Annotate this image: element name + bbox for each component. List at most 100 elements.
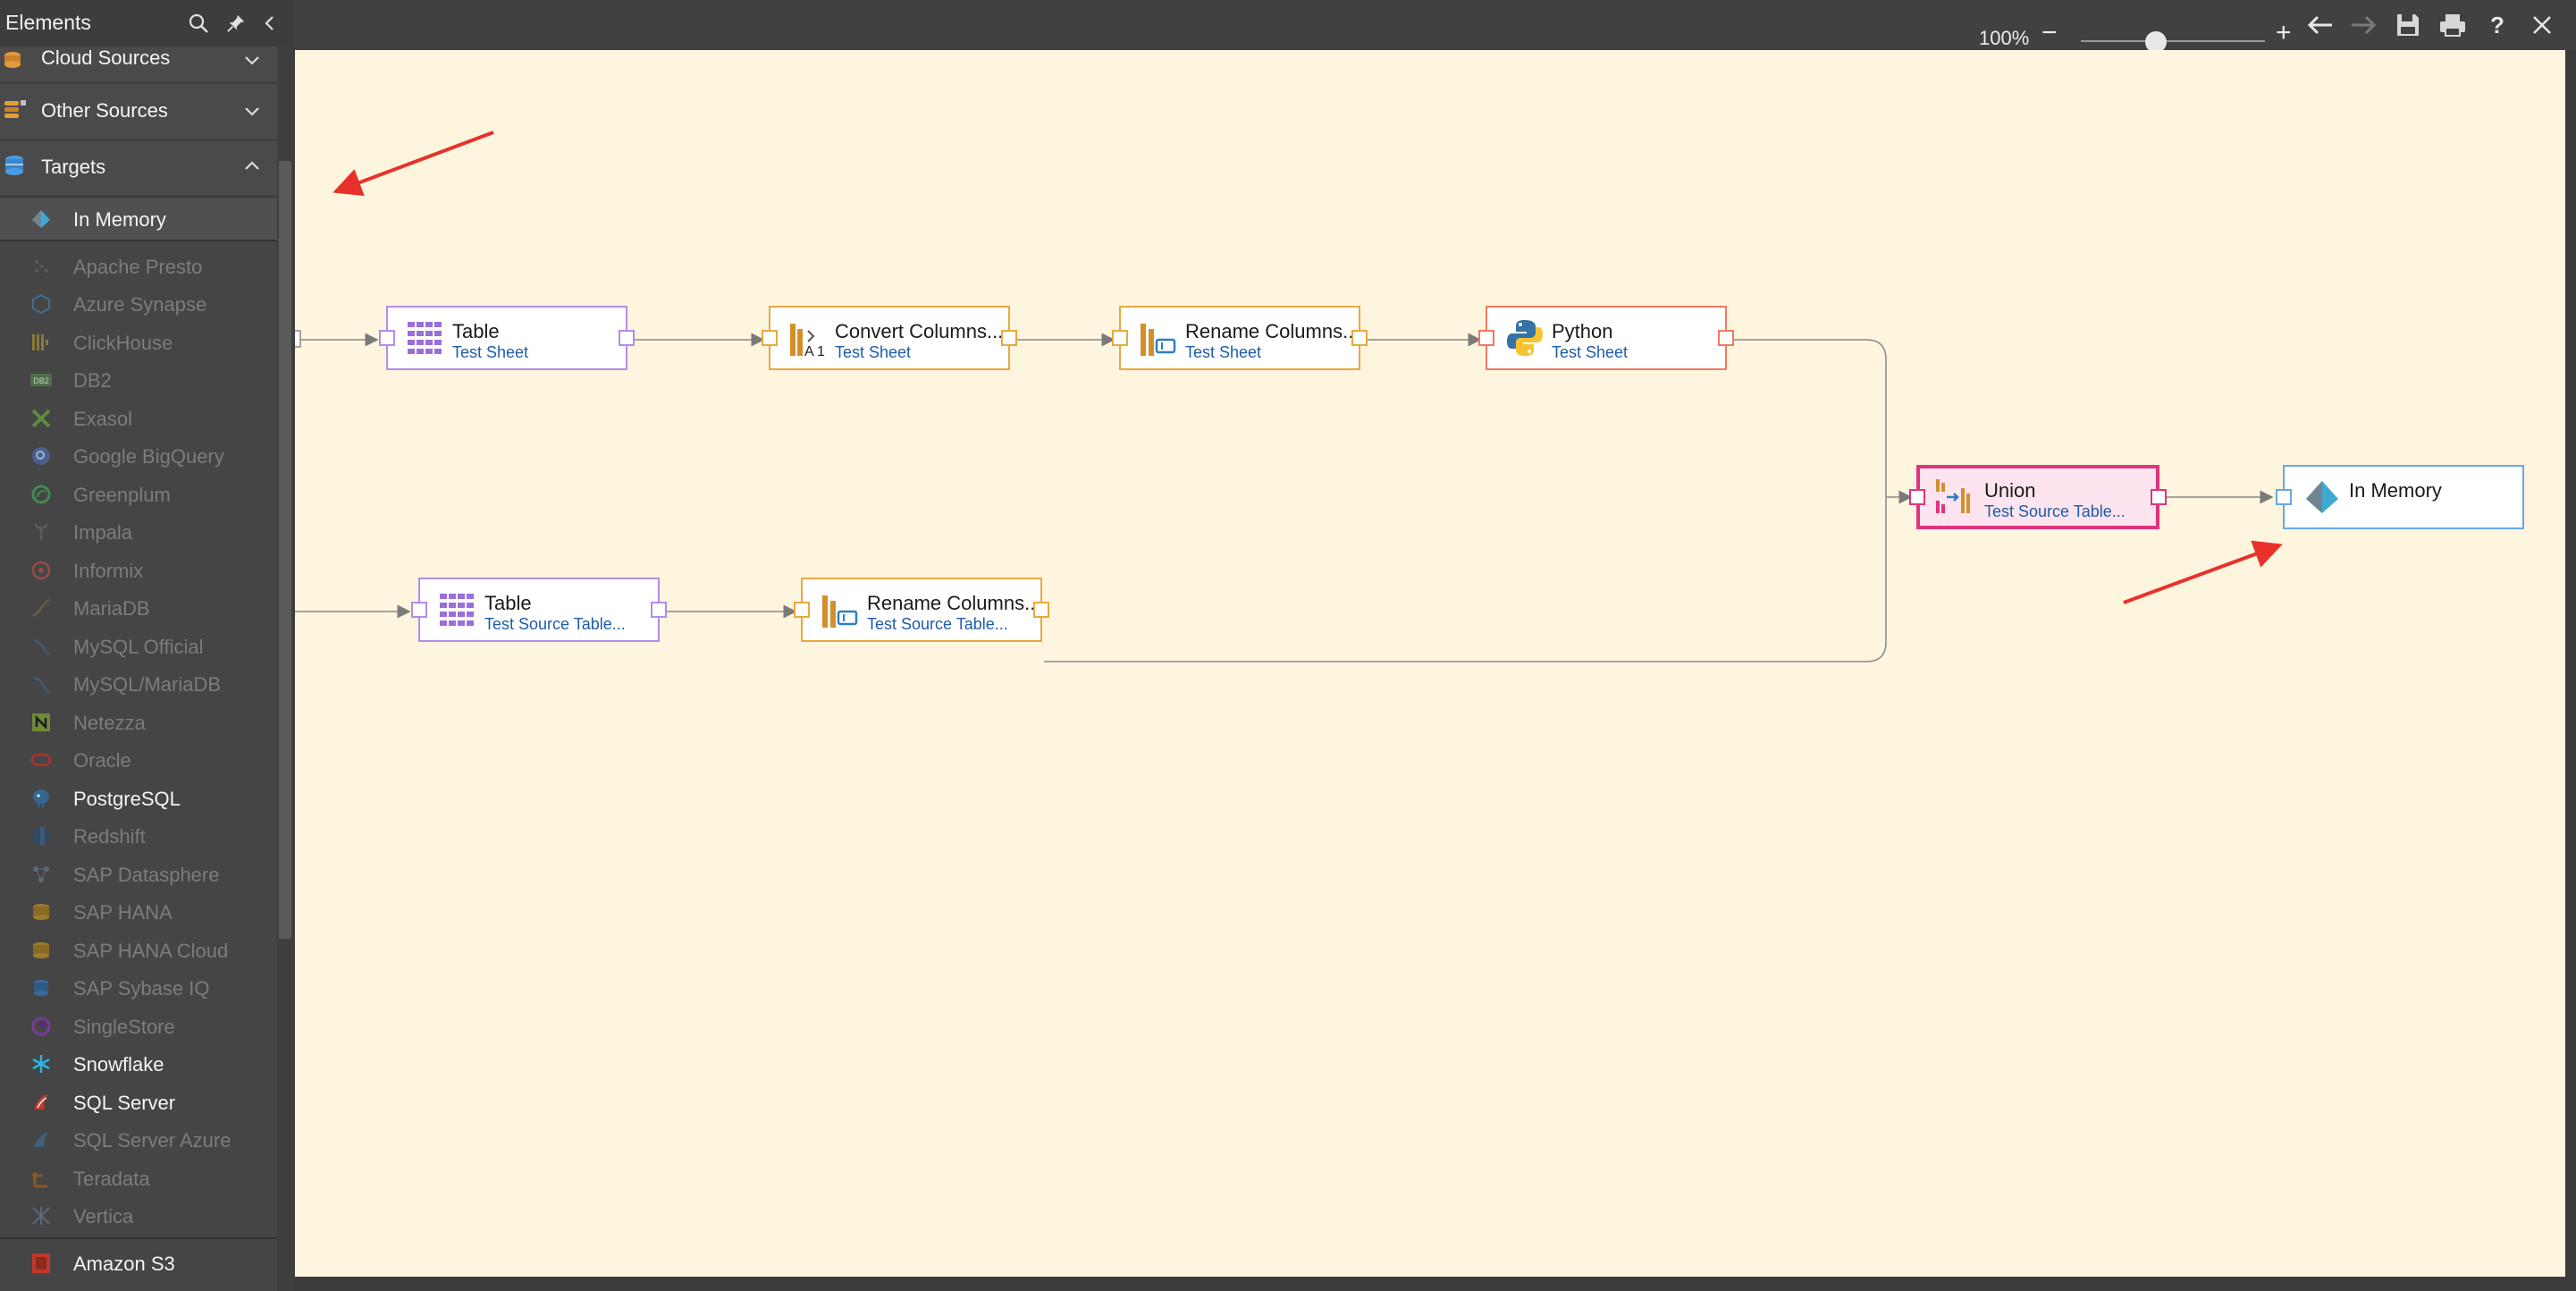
output-port[interactable] <box>1351 330 1368 346</box>
flow-node-table-test-source[interactable]: Table Test Source Table... <box>411 578 667 642</box>
target-item-label: MariaDB <box>73 597 150 620</box>
target-item-label: SingleStore <box>73 1016 175 1038</box>
section-other-sources[interactable]: Other Sources <box>0 84 277 140</box>
target-item-redshift[interactable]: Redshift <box>0 818 277 854</box>
target-item-impala[interactable]: Impala <box>0 514 277 550</box>
target-item-sap-hana[interactable]: SAP HANA <box>0 894 277 930</box>
input-port[interactable] <box>379 330 395 346</box>
target-item-netezza[interactable]: Netezza <box>0 705 277 740</box>
flow-node-python[interactable]: Python Test Sheet <box>1478 306 1734 370</box>
union-icon <box>1936 479 1970 513</box>
target-item-label: Oracle <box>73 749 131 772</box>
target-item-vertica[interactable]: Vertica <box>0 1198 277 1234</box>
output-port[interactable] <box>2151 489 2167 505</box>
source-item-amazon-s3[interactable]: Amazon S3 <box>0 1245 277 1281</box>
in-memory-icon <box>30 208 52 230</box>
target-item-oracle[interactable]: Oracle <box>0 742 277 778</box>
node-subtitle: Test Source Table... <box>1984 502 2126 520</box>
presto-icon <box>30 256 52 277</box>
pin-icon[interactable] <box>222 9 250 38</box>
greenplum-icon <box>30 484 52 505</box>
input-port[interactable] <box>411 602 427 618</box>
node-title: In Memory <box>2349 479 2442 502</box>
target-item-sql-server-azure[interactable]: SQL Server Azure <box>0 1122 277 1158</box>
node-title: Convert Columns... <box>835 320 1004 342</box>
collapse-panel-icon[interactable] <box>256 9 284 38</box>
target-item-mysql-mariadb[interactable]: MySQL/MariaDB <box>0 666 277 702</box>
undo-arrow-icon[interactable] <box>2304 9 2336 41</box>
flow-node-table-test-sheet[interactable]: Table Test Sheet <box>379 306 635 370</box>
flow-node-union[interactable]: Union Test Source Table... <box>1909 465 2167 529</box>
target-item-greenplum[interactable]: Greenplum <box>0 477 277 512</box>
output-port[interactable] <box>619 330 635 346</box>
target-item-in-memory[interactable]: In Memory <box>0 198 277 240</box>
target-item-exasol[interactable]: Exasol <box>0 401 277 436</box>
panel-header: Elements <box>0 0 295 47</box>
target-item-mariadb[interactable]: MariaDB <box>0 590 277 626</box>
output-port[interactable] <box>1033 602 1049 618</box>
target-item-postgresql[interactable]: PostgreSQL <box>0 781 277 816</box>
target-item-sap-sybase-iq[interactable]: SAP Sybase IQ <box>0 970 277 1006</box>
target-item-mysql-official[interactable]: MySQL Official <box>0 629 277 664</box>
target-item-teradata[interactable]: Teradata <box>0 1160 277 1196</box>
input-port[interactable] <box>762 330 778 346</box>
singlestore-icon <box>30 1016 52 1037</box>
exasol-icon <box>30 408 52 429</box>
input-port[interactable] <box>1112 330 1128 346</box>
target-item-sql-server[interactable]: SQL Server <box>0 1084 277 1120</box>
save-icon[interactable] <box>2392 9 2424 41</box>
input-port[interactable] <box>2276 489 2292 505</box>
rename-columns-icon <box>822 595 858 628</box>
flow-node-in-memory[interactable]: In Memory <box>2276 465 2524 529</box>
target-item-apache-presto[interactable]: Apache Presto <box>0 249 277 284</box>
redo-arrow-icon[interactable] <box>2347 9 2379 41</box>
node-subtitle: Test Sheet <box>1185 343 1262 361</box>
target-item-azure-synapse[interactable]: Azure Synapse <box>0 286 277 322</box>
target-item-label: MySQL Official <box>73 636 204 658</box>
target-item-google-bigquery[interactable]: Google BigQuery <box>0 438 277 474</box>
target-item-sap-hana-cloud[interactable]: SAP HANA Cloud <box>0 932 277 968</box>
close-icon[interactable] <box>2526 9 2558 41</box>
zoom-out-button[interactable]: − <box>2041 18 2058 47</box>
target-database-icon <box>5 156 23 175</box>
target-item-label: Informix <box>73 560 144 582</box>
target-item-clickhouse[interactable]: ClickHouse <box>0 325 277 360</box>
target-item-informix[interactable]: Informix <box>0 553 277 588</box>
section-cloud-sources[interactable]: Cloud Sources <box>0 46 277 83</box>
help-icon[interactable]: ? <box>2481 9 2513 41</box>
input-port[interactable] <box>794 602 810 618</box>
flow-node-rename-columns-test-sheet[interactable]: Rename Columns... Test Sheet <box>1112 306 1368 370</box>
output-port[interactable] <box>651 602 667 618</box>
zoom-in-button[interactable]: + <box>2276 18 2292 47</box>
panel-scrollbar-thumb[interactable] <box>279 161 291 939</box>
output-port[interactable] <box>1718 330 1734 346</box>
svg-text:1: 1 <box>817 344 825 358</box>
zoom-level: 100% <box>1979 27 2030 49</box>
output-port[interactable] <box>1001 330 1017 346</box>
section-targets[interactable]: Targets <box>0 140 277 197</box>
zoom-slider-thumb[interactable] <box>2145 31 2167 53</box>
search-icon[interactable] <box>184 9 213 38</box>
input-port[interactable] <box>1909 489 1925 505</box>
impala-icon <box>30 521 52 543</box>
amazon-s3-icon <box>30 1253 52 1274</box>
print-icon[interactable] <box>2437 9 2469 41</box>
input-port[interactable] <box>1478 330 1494 346</box>
target-item-label: Exasol <box>73 408 133 430</box>
zoom-slider[interactable] <box>2081 40 2265 42</box>
target-item-label: MySQL/MariaDB <box>73 673 222 696</box>
target-item-singlestore[interactable]: SingleStore <box>0 1008 277 1044</box>
target-item-label: DB2 <box>73 369 112 392</box>
flow-node-rename-columns-test-source[interactable]: Rename Columns... Test Source Table... <box>794 578 1049 642</box>
target-item-label: ClickHouse <box>73 332 173 354</box>
section-label: Cloud Sources <box>41 46 171 69</box>
target-item-sap-datasphere[interactable]: SAP Datasphere <box>0 856 277 892</box>
target-item-label: SQL Server <box>73 1092 176 1114</box>
target-item-snowflake[interactable]: Snowflake <box>0 1046 277 1082</box>
mariadb-icon <box>30 597 52 619</box>
svg-text:A: A <box>804 344 814 358</box>
